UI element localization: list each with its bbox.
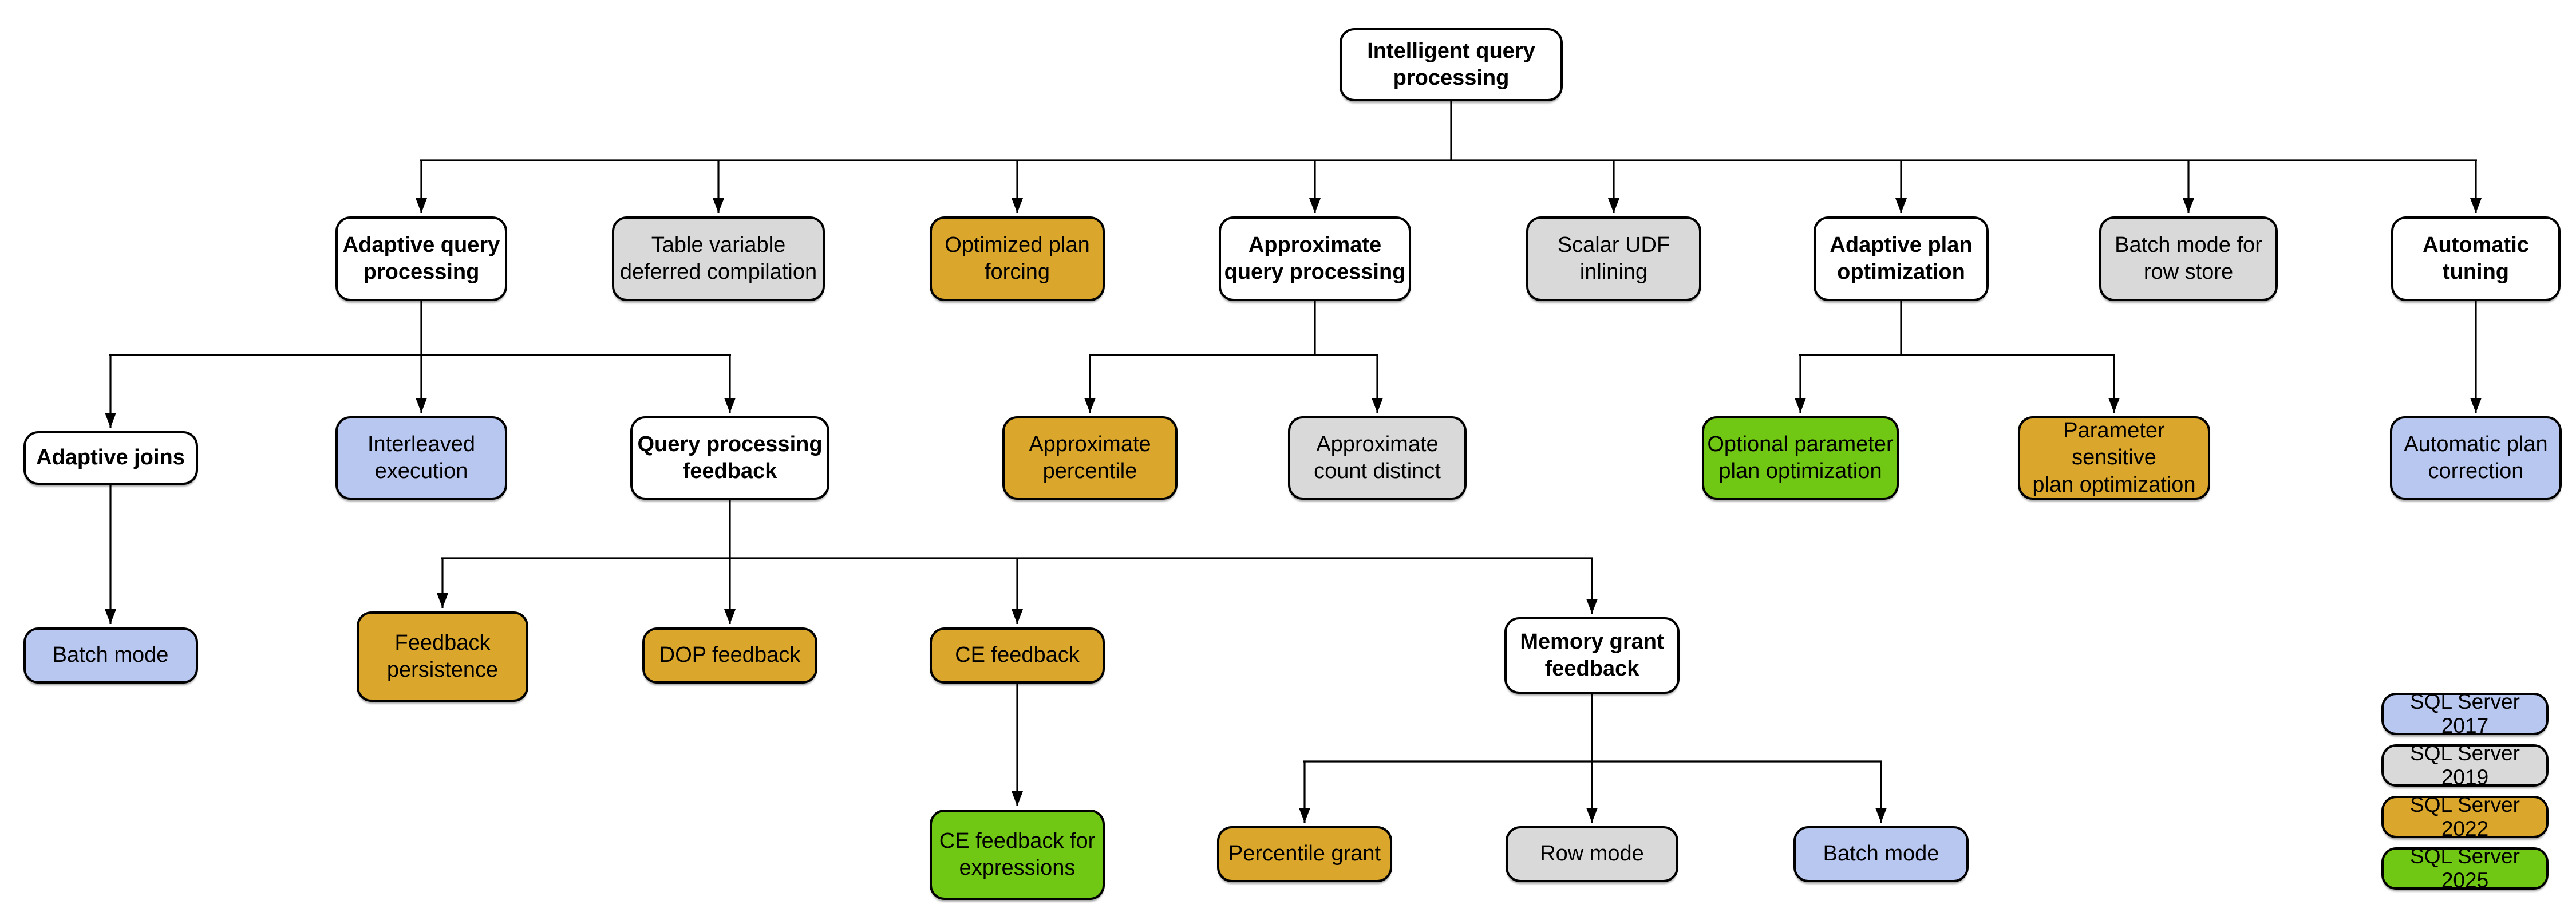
node-optimized-plan-forcing: Optimized plan forcing: [930, 216, 1105, 301]
node-ce-feedback-for-expressions: CE feedback for expressions: [930, 810, 1105, 900]
node-automatic-tuning: Automatic tuning: [2391, 216, 2561, 301]
node-approximate-count-distinct: Approximate count distinct: [1288, 416, 1467, 500]
node-interleaved-execution: Interleaved execution: [335, 416, 507, 500]
node-intelligent-query-processing: Intelligent query processing: [1340, 28, 1563, 101]
legend-sql-server-2025: SQL Server 2025: [2381, 844, 2549, 892]
node-approximate-percentile: Approximate percentile: [1002, 416, 1178, 500]
legend-sql-server-2017: SQL Server 2017: [2381, 690, 2549, 737]
node-parameter-sensitive-plan-optimization: Parameter sensitive plan optimization: [2018, 416, 2210, 500]
node-optional-parameter-plan-optimization: Optional parameter plan optimization: [1702, 416, 1899, 500]
node-dop-feedback: DOP feedback: [642, 627, 817, 684]
node-ce-feedback: CE feedback: [930, 627, 1105, 684]
node-approximate-query-processing: Approximate query processing: [1219, 216, 1411, 301]
node-batch-mode-adaptive-joins: Batch mode: [23, 627, 198, 684]
node-adaptive-query-processing: Adaptive query processing: [335, 216, 507, 301]
node-row-mode: Row mode: [1506, 826, 1678, 882]
node-memory-grant-feedback: Memory grant feedback: [1504, 617, 1680, 694]
node-batch-mode-memory-grant: Batch mode: [1793, 826, 1969, 882]
node-automatic-plan-correction: Automatic plan correction: [2390, 416, 2562, 500]
legend-sql-server-2022: SQL Server 2022: [2381, 793, 2549, 840]
node-scalar-udf-inlining: Scalar UDF inlining: [1526, 216, 1701, 301]
node-adaptive-joins: Adaptive joins: [23, 431, 198, 485]
node-percentile-grant: Percentile grant: [1217, 826, 1392, 882]
node-adaptive-plan-optimization: Adaptive plan optimization: [1814, 216, 1989, 301]
node-batch-mode-row-store: Batch mode for row store: [2099, 216, 2278, 301]
legend-sql-server-2019: SQL Server 2019: [2381, 741, 2549, 789]
node-query-processing-feedback: Query processing feedback: [630, 416, 829, 500]
node-feedback-persistence: Feedback persistence: [357, 611, 528, 702]
node-table-variable-deferred-compilation: Table variable deferred compilation: [612, 216, 825, 301]
